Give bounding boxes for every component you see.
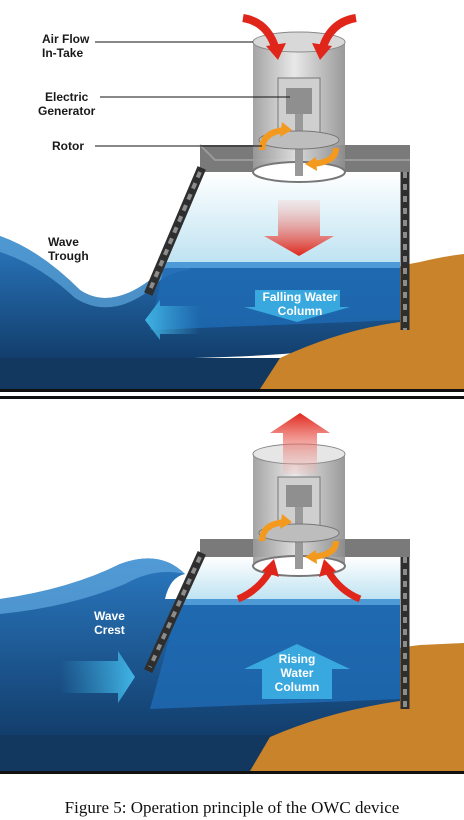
chamber-water: [150, 599, 400, 709]
falling-water-label-line1: Falling Water: [262, 290, 338, 304]
rising-water-label-line1: Rising: [278, 652, 316, 666]
falling-water-arrow: [244, 290, 350, 322]
generator-core: [286, 485, 312, 507]
rotor-arrow-left-head: [280, 514, 292, 529]
rising-air-arrow-left: [236, 569, 274, 603]
air-flow-label-line2: In-Take: [42, 46, 84, 60]
figure-caption: Figure 5: Operation principle of the OWC…: [64, 798, 400, 817]
generator-core: [286, 88, 312, 114]
rising-water-label-line3: Column: [274, 680, 320, 694]
wave-crest-label-line2: Crest: [94, 623, 125, 637]
rising-air-arrow-left-head: [262, 559, 279, 577]
falling-air-arrow: [264, 200, 334, 256]
wave-crest-highlight: [0, 236, 190, 308]
falling-water-label-line2: Column: [277, 304, 323, 318]
rotor-label: Rotor: [52, 139, 84, 153]
inhale-panel: Wave Crest Rising Water Column: [0, 396, 464, 774]
rising-air-arrow-right: [324, 569, 362, 603]
generator-label-line2: Generator: [38, 104, 96, 118]
rotor-arrow-right-head: [305, 157, 317, 171]
exhaust-air-arrow: [270, 413, 330, 474]
rotor-disc: [258, 130, 340, 150]
air-flow-label-line1: Air Flow: [42, 32, 90, 46]
rotor-disc: [258, 523, 340, 543]
wave-trough-label: Wave Trough: [48, 235, 89, 263]
rising-water-arrow: [244, 644, 350, 699]
rising-water-label: Rising Water Column: [262, 652, 332, 694]
inhale-diagram: [0, 399, 464, 771]
rising-air-arrow-right-head: [319, 559, 336, 577]
exhale-panel: Air Flow In-Take Electric Generator Roto…: [0, 0, 464, 392]
wave-trough-label-line2: Trough: [48, 249, 89, 263]
wave-crest-label-line1: Wave: [94, 609, 125, 623]
falling-water-label: Falling Water Column: [255, 290, 345, 318]
generator-label-line1: Electric: [45, 90, 89, 104]
inflow-arrow: [60, 651, 135, 703]
wave-crest-label: Wave Crest: [94, 609, 125, 637]
seabed-sand: [260, 318, 464, 389]
wave-trough-label-line1: Wave: [48, 235, 79, 249]
wave-crest-highlight: [0, 558, 185, 614]
rotor-arrow-left-head: [280, 122, 292, 137]
air-flow-label: Air Flow In-Take: [42, 32, 89, 60]
generator-label: Electric Generator: [38, 90, 95, 118]
exhale-diagram: [0, 0, 464, 389]
air-intake-arrow-left-head: [266, 43, 286, 60]
outflow-arrow: [145, 300, 200, 340]
rising-water-label-line2: Water: [280, 666, 314, 680]
rotor-arrow-right-head: [305, 550, 317, 564]
seabed-sand: [250, 697, 464, 771]
air-intake-arrow-right-head: [312, 43, 332, 60]
front-wall-pattern: [148, 171, 202, 291]
front-wall-pattern: [148, 556, 202, 668]
water-surface: [180, 599, 400, 605]
water-surface: [165, 262, 400, 268]
